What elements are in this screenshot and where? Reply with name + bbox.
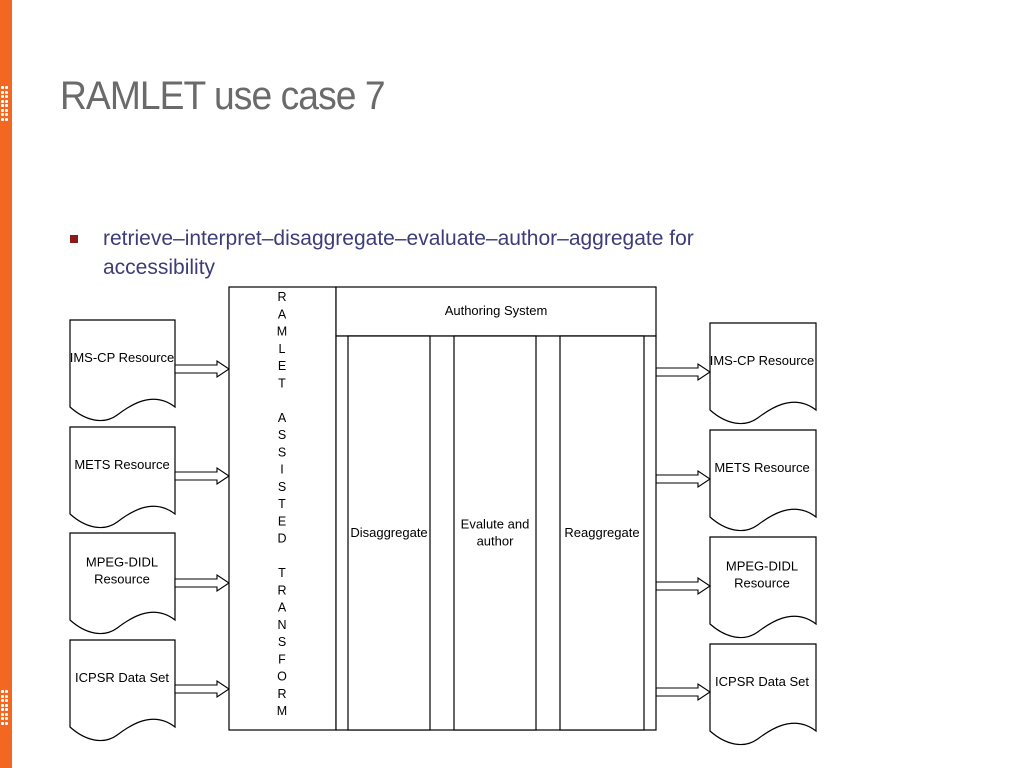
dot-grid-bottom-decoration [0, 690, 8, 726]
transform-letter: S [278, 635, 286, 649]
transform-letter: S [278, 428, 286, 442]
transform-letter: E [278, 359, 286, 373]
input-resource-label-line: MPEG-DIDL [86, 555, 158, 570]
output-resource-3 [709, 536, 817, 639]
input-arrow-2 [174, 466, 230, 486]
stage-column-1 [347, 335, 431, 731]
input-arrow-1 [174, 359, 230, 379]
input-resource-4 [69, 639, 176, 742]
transform-letter: T [278, 497, 286, 511]
transform-letter: A [278, 411, 287, 425]
input-resource-label-line: IMS-CP Resource [70, 350, 175, 365]
transform-letter: N [277, 618, 286, 632]
stage-label-line: Reaggregate [564, 525, 639, 540]
stage-column-3 [559, 335, 645, 731]
transform-letter: M [277, 704, 287, 718]
output-resource-label-line: Resource [734, 576, 790, 591]
transform-letter: S [278, 445, 286, 459]
transform-letter: R [277, 290, 286, 304]
output-arrow-1 [655, 362, 711, 382]
transform-letter: A [278, 307, 287, 321]
input-resource-2 [69, 426, 176, 529]
transform-letter: T [278, 566, 286, 580]
output-resource-label-line: METS Resource [714, 460, 809, 475]
transform-letter: A [278, 601, 287, 615]
transform-letter: R [277, 583, 286, 597]
bullet-marker [70, 235, 78, 243]
authoring-system-header [335, 286, 657, 337]
transform-letter: I [280, 463, 283, 477]
slide-title: RAMLET use case 7 [60, 74, 386, 118]
output-resource-4 [709, 643, 817, 746]
authoring-system-label: Authoring System [445, 303, 548, 318]
input-resource-label-line: METS Resource [74, 457, 169, 472]
transform-letter: L [279, 342, 286, 356]
transform-letter: S [278, 480, 286, 494]
input-resource-label-line: ICPSR Data Set [75, 670, 169, 685]
arrows [174, 359, 711, 702]
transform-box-frame [228, 286, 337, 731]
accent-bar [0, 0, 12, 768]
output-arrow-2 [655, 469, 711, 489]
dot-grid-top-decoration [0, 86, 8, 122]
transform-letter: E [278, 514, 286, 528]
input-resource-label-line: Resource [94, 572, 150, 587]
transform-letter: T [278, 376, 286, 390]
output-resource-label-line: ICPSR Data Set [715, 674, 809, 689]
output-resource-label-line: MPEG-DIDL [726, 559, 798, 574]
transform-letter: R [277, 687, 286, 701]
stage-column-2 [453, 335, 537, 731]
input-arrow-3 [174, 573, 230, 593]
stage-label-line: Evalute and [461, 517, 530, 532]
input-arrow-4 [174, 679, 230, 699]
transform-letter: O [277, 670, 287, 684]
transform-letter: D [277, 532, 286, 546]
input-resource-3 [69, 532, 176, 635]
output-arrow-4 [655, 682, 711, 702]
input-resource-1 [69, 319, 176, 422]
transform-letter: F [278, 652, 286, 666]
output-resource-2 [709, 429, 817, 532]
stage-label-line: author [477, 534, 515, 549]
transform-letter: M [277, 325, 287, 339]
stage-label-line: Disaggregate [350, 525, 427, 540]
bullet-text: retrieve–interpret–disaggregate–evaluate… [103, 227, 694, 279]
output-arrow-3 [655, 576, 711, 596]
output-resource-label-line: IMS-CP Resource [710, 353, 815, 368]
output-resource-1 [709, 322, 817, 425]
